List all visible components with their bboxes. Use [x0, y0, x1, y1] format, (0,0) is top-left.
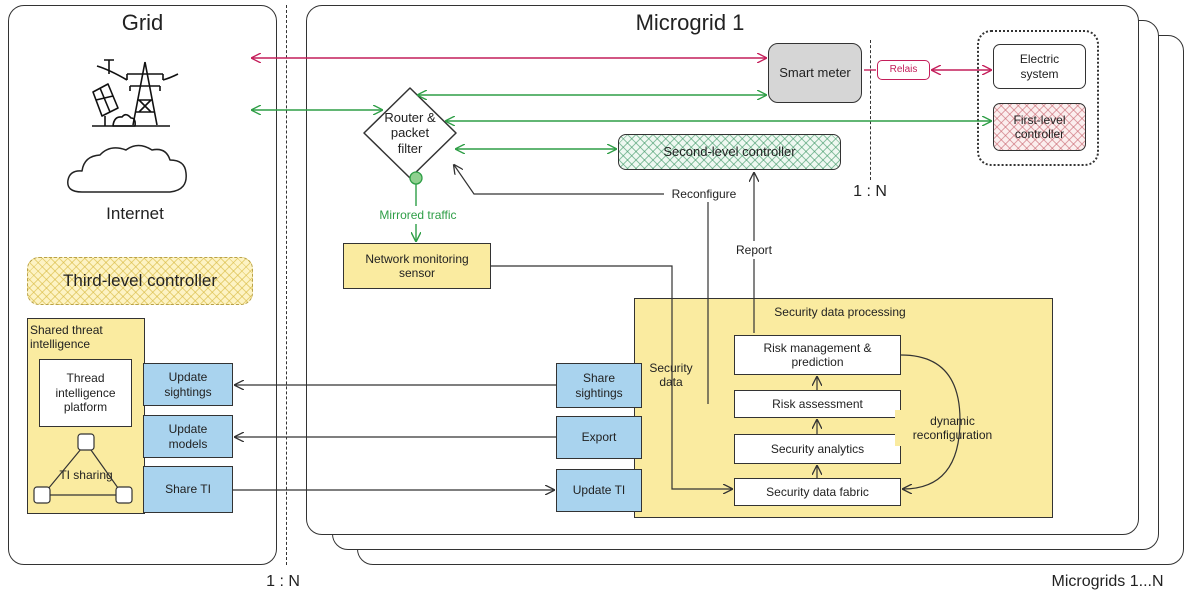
power-grid-icon	[92, 59, 179, 127]
report-label: Report	[728, 241, 780, 259]
local-system-boundary	[977, 30, 1099, 166]
export-box: Export	[556, 416, 642, 459]
grid-title: Grid	[121, 9, 164, 35]
reconfigure-label: Reconfigure	[664, 186, 744, 202]
security-analytics-box: Security analytics	[734, 434, 901, 464]
dynamic-reconfiguration-label: dynamic reconfiguration	[895, 410, 1010, 446]
meter-separator	[870, 40, 871, 180]
update-sightings-box: Update sightings	[143, 363, 233, 406]
smart-meter: Smart meter	[768, 43, 862, 103]
relais-badge: Relais	[877, 60, 930, 80]
security-data-label: Security data	[640, 352, 702, 398]
router-label: Router & packet filter	[384, 109, 436, 156]
electric-system: Electric system	[993, 44, 1086, 89]
ti-sharing-label: TI sharing	[59, 467, 113, 482]
threat-intelligence-platform: Thread intelligence platform	[39, 359, 132, 427]
dynamic-reconfiguration-loop	[900, 354, 961, 489]
microgrid-title: Microgrid 1	[635, 9, 745, 35]
security-data-fabric-box: Security data fabric	[734, 478, 901, 506]
ti-sharing-triangle	[41, 442, 125, 496]
reconfigure-link	[454, 165, 709, 404]
share-sightings-box: Share sightings	[556, 363, 642, 408]
mirror-port	[409, 171, 423, 185]
internet-label: Internet	[106, 203, 164, 223]
ti-node-right	[115, 486, 133, 504]
update-models-box: Update models	[143, 415, 233, 458]
first-level-controller: First-level controller	[993, 103, 1086, 151]
microgrids-stack-label: Microgrids 1...N	[1051, 573, 1164, 591]
sensor-to-fabric-link	[491, 265, 732, 489]
update-ti-box: Update TI	[556, 469, 642, 512]
ti-node-left	[33, 486, 51, 504]
network-monitoring-sensor: Network monitoring sensor	[343, 243, 491, 289]
risk-assessment-box: Risk assessment	[734, 390, 901, 418]
grid-separator	[286, 5, 287, 565]
meter-ratio-label: 1 : N	[853, 183, 887, 201]
third-level-controller: Third-level controller	[27, 257, 253, 305]
shared-threat-intelligence-title: Shared threat intelligence	[30, 322, 103, 351]
mirrored-traffic-label: Mirrored traffic	[358, 206, 478, 224]
share-ti-box: Share TI	[143, 466, 233, 513]
security-data-processing-title: Security data processing	[774, 304, 906, 319]
ti-node-top	[77, 433, 95, 451]
cloud-icon	[67, 144, 187, 193]
risk-management-box: Risk management & prediction	[734, 335, 901, 375]
second-level-controller: Second-level controller	[618, 134, 841, 170]
grid-ratio-label: 1 : N	[266, 573, 300, 591]
